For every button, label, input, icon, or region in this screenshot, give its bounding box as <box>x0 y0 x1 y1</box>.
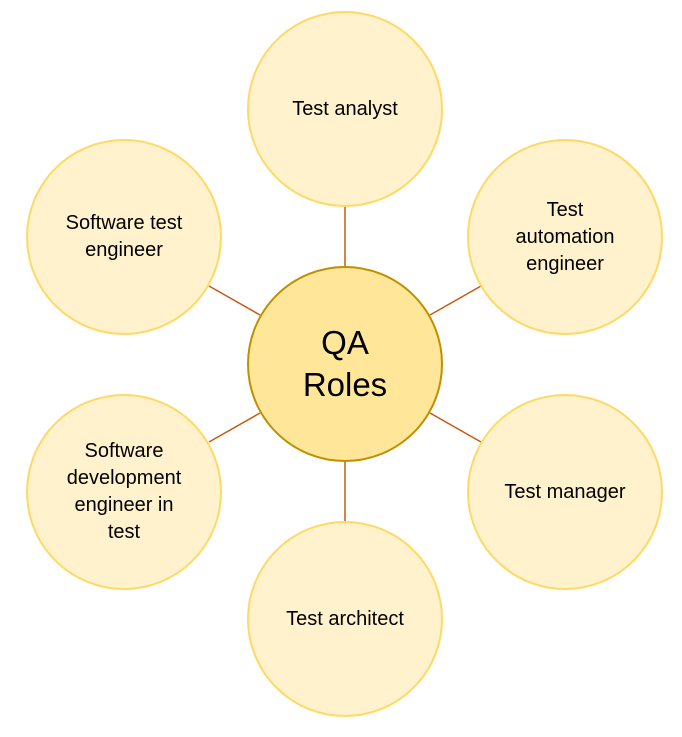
node-label: Test automation engineer <box>515 198 615 275</box>
connector-test-manager <box>429 412 482 443</box>
node-label: Test architect <box>286 607 404 630</box>
center-label: QA Roles <box>302 324 388 403</box>
node-software-test-engineer: Software test engineer <box>26 139 222 335</box>
connector-software-test-engineer <box>208 285 261 316</box>
node-software-development-engineer-in-test: Software development engineer in test <box>26 394 222 590</box>
connector-test-automation-engineer <box>429 285 482 316</box>
node-test-automation-engineer: Test automation engineer <box>467 139 663 335</box>
node-label: Software development engineer in test <box>66 440 182 543</box>
node-label: Test manager <box>504 480 626 503</box>
connector-sdet <box>208 412 261 443</box>
node-test-analyst: Test analyst <box>247 11 443 207</box>
node-label: Test analyst <box>292 97 398 120</box>
node-qa-roles-center: QA Roles <box>247 266 443 462</box>
node-test-manager: Test manager <box>467 394 663 590</box>
node-test-architect: Test architect <box>247 521 443 717</box>
node-label: Software test engineer <box>65 212 183 261</box>
